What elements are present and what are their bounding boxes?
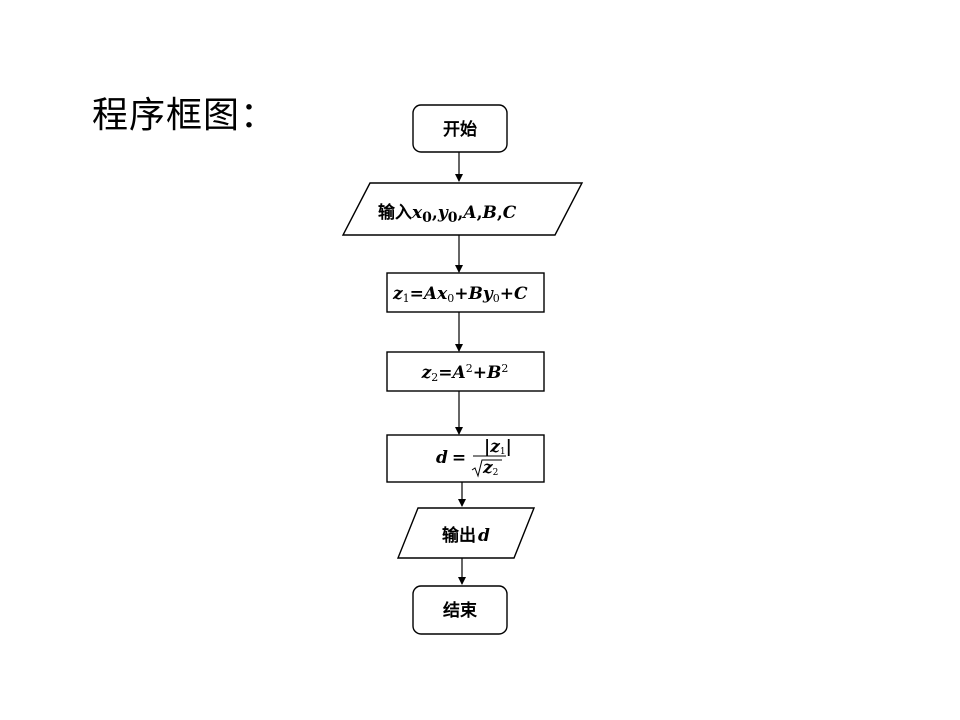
input-node: 输入x0,y0,A,B,C xyxy=(341,182,584,236)
flow-arrows xyxy=(455,152,466,585)
start-node-shape xyxy=(412,104,508,153)
start-node-label: 开始 xyxy=(443,119,477,140)
end-node-label: 结束 xyxy=(443,600,477,621)
output-node-shape xyxy=(396,507,536,559)
input-node-shape xyxy=(341,182,584,236)
sqrt-sign-icon xyxy=(471,459,502,478)
process-z1-shape xyxy=(386,272,545,313)
process-z2-shape xyxy=(386,351,545,392)
process-distance: d= |z1| z2 xyxy=(386,434,545,483)
process-z2: z2=A2+B2 xyxy=(386,351,545,392)
process-distance-denominator: z2 xyxy=(482,458,498,478)
process-distance-lhs: d= xyxy=(436,448,466,468)
input-node-label: 输入x0,y0,A,B,C xyxy=(378,202,517,226)
process-z1: z1=Ax0+By0+C xyxy=(386,272,545,313)
process-distance-numerator: |z1| xyxy=(484,437,512,457)
process-distance-shape xyxy=(386,434,545,483)
process-z1-label: z1=Ax0+By0+C xyxy=(392,284,528,305)
slide-title: 程序框图： xyxy=(92,95,278,136)
start-node: 开始 xyxy=(412,104,508,153)
process-z2-label: z2=A2+B2 xyxy=(421,362,509,384)
end-node-shape xyxy=(412,585,508,635)
end-node: 结束 xyxy=(412,585,508,635)
